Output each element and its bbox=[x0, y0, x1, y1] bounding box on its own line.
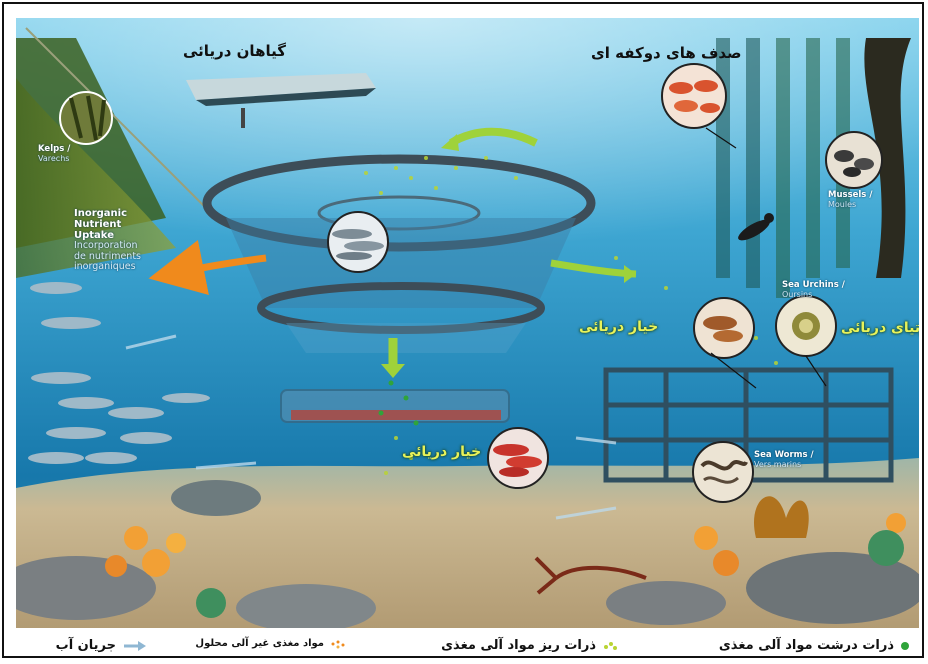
legend-coarse-organic-label: ذرات درشت مواد آلی مغذی bbox=[719, 638, 894, 653]
urchins-en: Sea Urchins / bbox=[782, 280, 845, 290]
legend-fine-organic: ذرات ریز مواد آلی مغذی bbox=[441, 638, 618, 653]
inorganic-line-1: Inorganic bbox=[74, 208, 141, 219]
legend-dissolved-inorganic-label: مواد مغذی غیر آلی محلول bbox=[195, 638, 324, 649]
water-current-icon bbox=[122, 640, 148, 652]
inorganic-fr-1: Incorporation bbox=[74, 241, 141, 252]
salmon-callout bbox=[328, 212, 388, 272]
label-mussels: Mussels / Moules bbox=[828, 190, 872, 209]
label-sea-worms: Sea Worms / Vers marins bbox=[754, 450, 814, 469]
label-sea-cucumber-2: خیار دریائی bbox=[402, 444, 481, 460]
dissolved-nutrient-icon bbox=[330, 639, 346, 649]
legend: ذرات درشت مواد آلی مغذی ذرات ریز مواد آل… bbox=[18, 634, 918, 660]
mussels-fr: Moules bbox=[828, 200, 872, 209]
mussel-icon bbox=[826, 132, 882, 188]
imta-scene: گیاهان دریائی صدف های دوکفه ای توتیای در… bbox=[16, 18, 919, 628]
mussels-en: Mussels / bbox=[828, 190, 872, 200]
kelps-fr: Varechs bbox=[38, 154, 70, 163]
coarse-particle-icon bbox=[900, 641, 910, 651]
legend-water-current-label: جریان آب bbox=[56, 638, 116, 653]
label-seaweed: گیاهان دریائی bbox=[183, 42, 286, 60]
worms-en: Sea Worms / bbox=[754, 450, 814, 460]
label-inorganic-uptake: Inorganic Nutrient Uptake Incorporation … bbox=[74, 208, 141, 273]
worms-fr: Vers marins bbox=[754, 460, 814, 469]
legend-dissolved-inorganic: مواد مغذی غیر آلی محلول bbox=[195, 638, 346, 649]
sea-cucumber-tray bbox=[281, 390, 509, 422]
legend-coarse-organic: ذرات درشت مواد آلی مغذی bbox=[719, 638, 910, 653]
kelps-en: Kelps / bbox=[38, 144, 70, 154]
kelp-callout bbox=[60, 92, 112, 144]
label-sea-urchins: Sea Urchins / Oursins bbox=[782, 280, 845, 299]
label-sea-cucumber-1: خیار دریائی bbox=[579, 319, 658, 335]
legend-water-current: جریان آب bbox=[56, 638, 148, 653]
label-sea-urchin: توتیای دریائی bbox=[841, 320, 919, 336]
legend-fine-organic-label: ذرات ریز مواد آلی مغذی bbox=[441, 638, 596, 653]
urchin-icon bbox=[776, 296, 836, 356]
scallop-icon bbox=[662, 64, 726, 128]
inorganic-line-2: Nutrient bbox=[74, 219, 141, 230]
sea-cucumber-callout-2 bbox=[694, 298, 754, 358]
fine-particle-icon bbox=[602, 641, 618, 651]
label-bivalves: صدف های دوکفه ای bbox=[591, 44, 742, 62]
imta-illustration bbox=[16, 18, 919, 628]
label-kelps: Kelps / Varechs bbox=[38, 144, 70, 163]
urchins-fr: Oursins bbox=[782, 290, 845, 299]
sea-worm-icon bbox=[693, 442, 753, 502]
inorganic-fr-3: inorganiques bbox=[74, 262, 141, 273]
sea-cucumber-icon bbox=[488, 428, 548, 488]
